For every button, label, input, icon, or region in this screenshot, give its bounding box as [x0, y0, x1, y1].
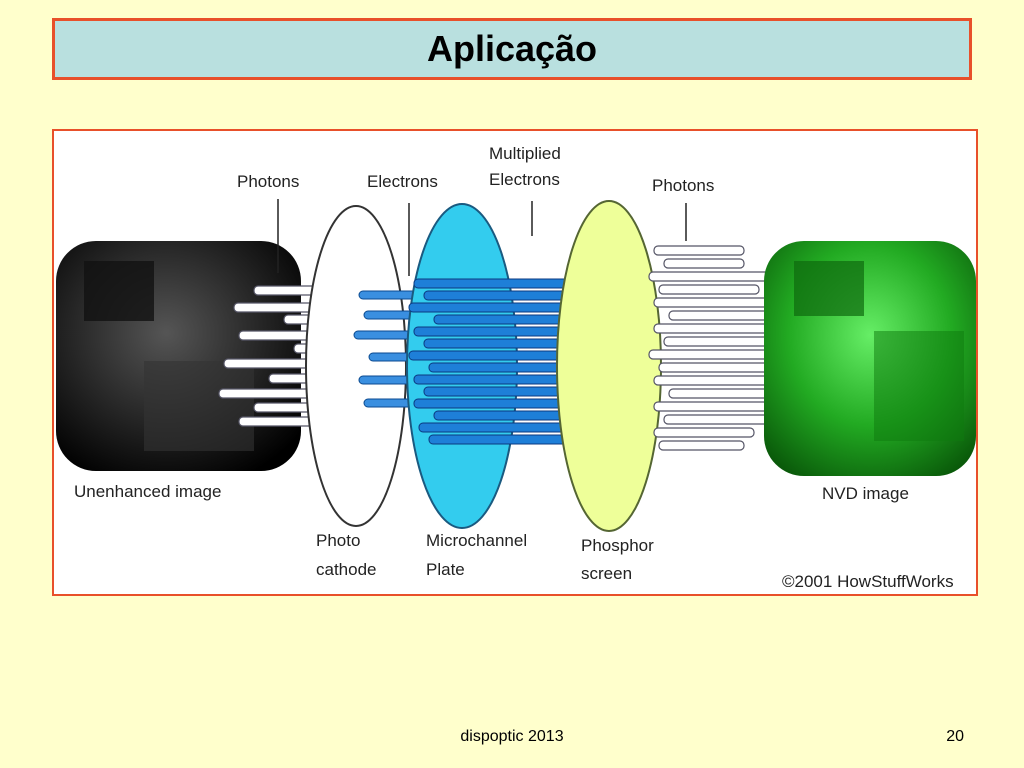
label-multiplied-line1: Multiplied [489, 144, 561, 163]
label-photons-right: Photons [652, 176, 714, 195]
footer-text: dispoptic 2013 [460, 728, 564, 745]
label-copyright: ©2001 HowStuffWorks [782, 572, 954, 591]
unenhanced-image [56, 241, 301, 471]
label-nvd-image: NVD image [822, 484, 909, 503]
label-phosphor-line2: screen [581, 564, 632, 583]
diagram-svg: Photons Electrons Multiplied Electrons P… [56, 144, 976, 591]
label-multiplied-line2: Electrons [489, 170, 560, 189]
label-photo-line1: Photo [316, 531, 360, 550]
slide-title: Aplicação [426, 28, 598, 69]
phosphor-screen-disc [556, 200, 662, 532]
label-photo-line2: cathode [316, 560, 377, 579]
page-number: 20 [946, 728, 964, 745]
label-microchannel-line2: Plate [426, 560, 465, 579]
label-unenhanced-image: Unenhanced image [74, 482, 221, 501]
photocathode-disc [305, 205, 407, 527]
night-vision-diagram: Photons Electrons Multiplied Electrons P… [52, 129, 978, 596]
label-microchannel-line1: Microchannel [426, 531, 527, 550]
nvd-image [764, 241, 976, 476]
label-phosphor-line1: Phosphor [581, 536, 654, 555]
pointer-lines [277, 199, 687, 276]
title-box: Aplicação [52, 18, 972, 80]
label-photons-left: Photons [237, 172, 299, 191]
label-electrons: Electrons [367, 172, 438, 191]
